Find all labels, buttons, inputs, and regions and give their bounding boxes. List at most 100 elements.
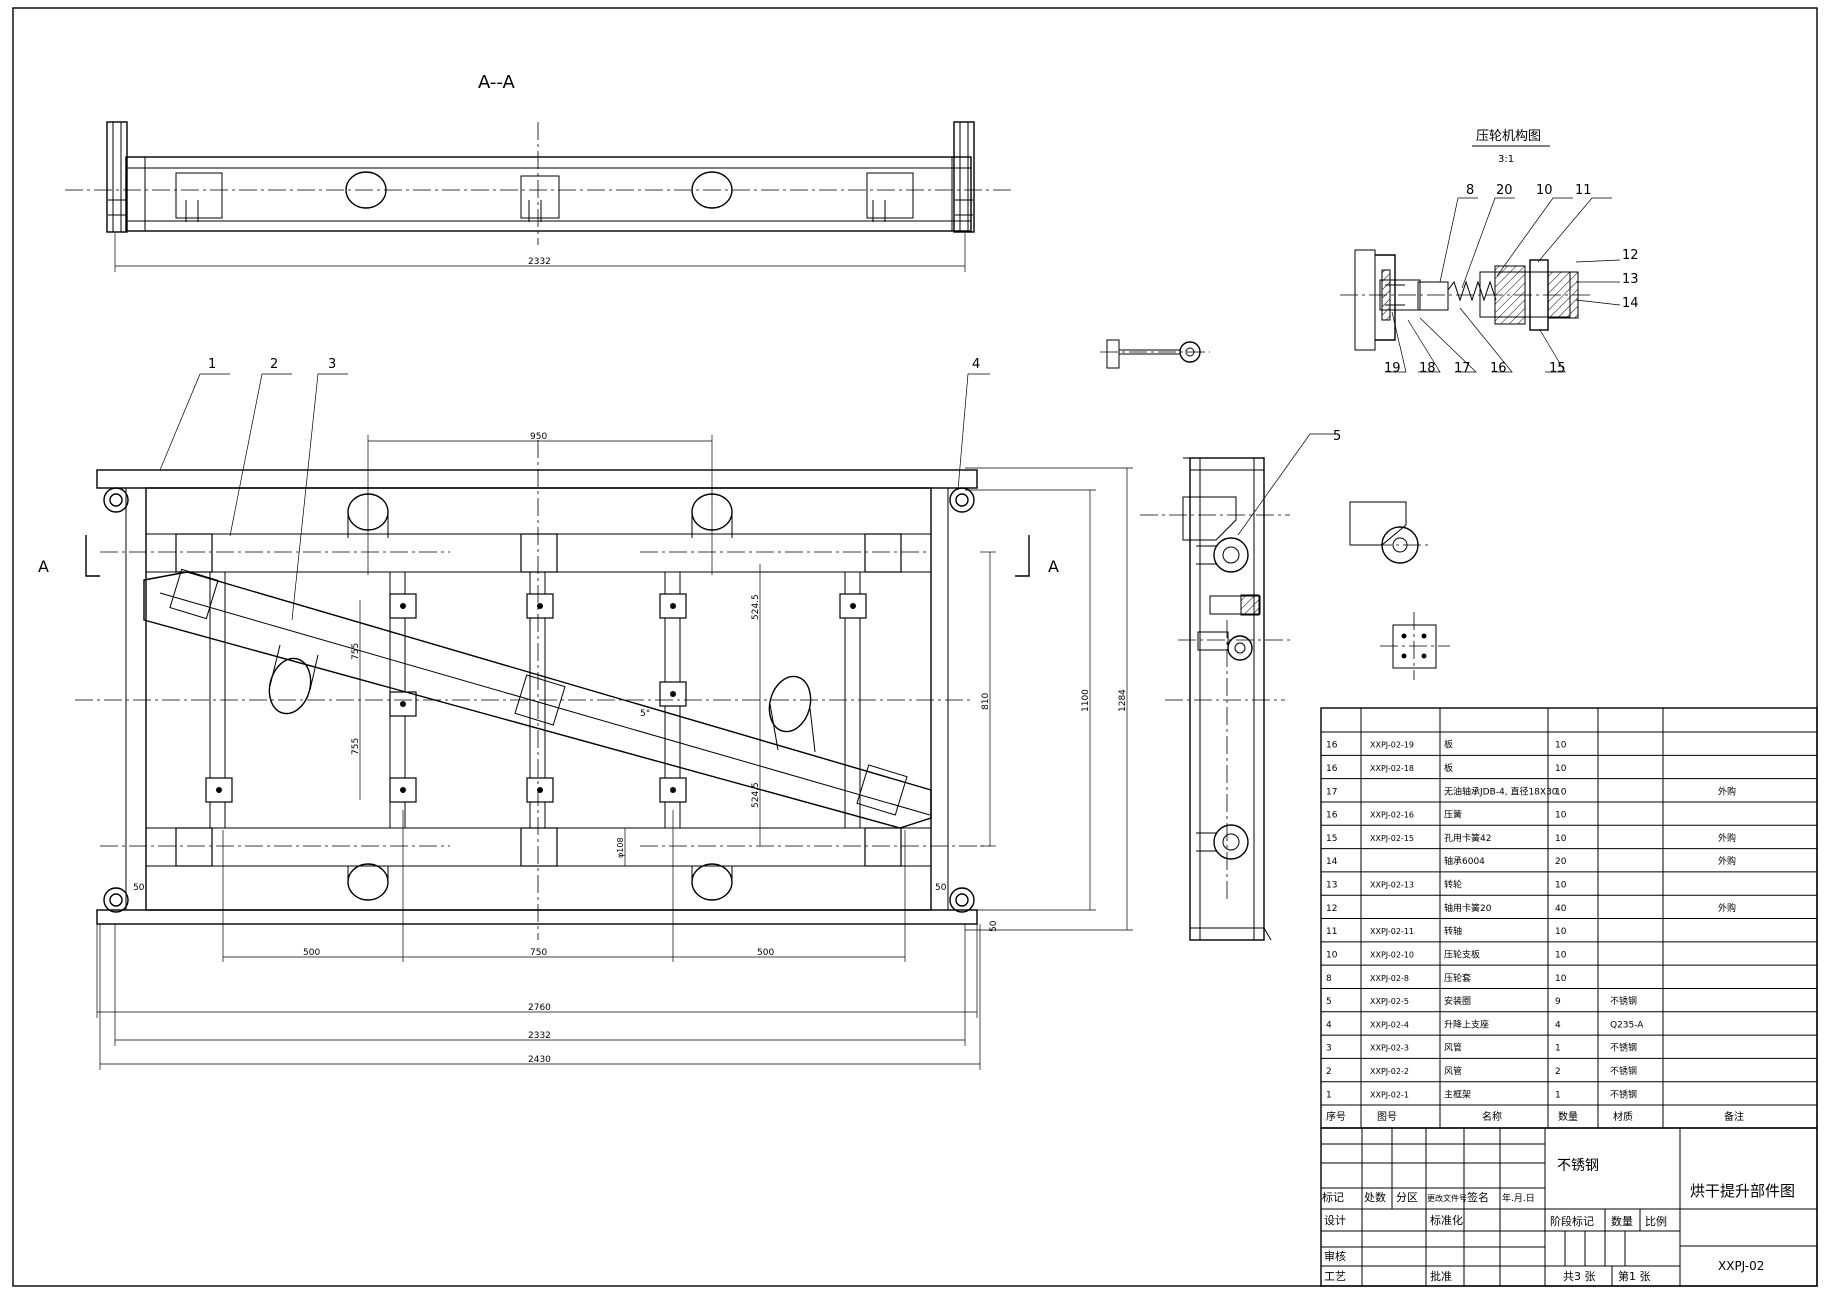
parts-row-11-name: 安装圈 [1444,995,1471,1007]
dim-500-a: 500 [303,948,320,958]
section-view-aa: A--A 2332 [65,72,1015,272]
parts-row-15-qty: 1 [1555,1090,1561,1100]
header-material: 材质 [1613,1110,1633,1123]
parts-row-1-name: 板 [1444,762,1453,774]
tb-approve: 批准 [1430,1269,1452,1283]
parts-row-8-name: 转轴 [1444,925,1462,937]
parts-row-4-code: XXPJ-02-15 [1370,834,1414,843]
dim-810: 810 [981,693,991,710]
parts-row-13-code: XXPJ-02-3 [1370,1044,1409,1053]
callout-18: 18 [1419,361,1436,376]
detail-title: 压轮机构图 [1476,129,1541,144]
dim-755-b: 755 [351,738,361,755]
parts-row-4-seq: 15 [1326,834,1337,844]
dim-524-a: 524.5 [751,594,761,620]
parts-row-12-seq: 4 [1326,1020,1332,1030]
dim-750: 750 [530,948,547,958]
tb-process: 工艺 [1324,1270,1346,1283]
parts-row-3-code: XXPJ-02-16 [1370,811,1414,820]
tb-weight: 数量 [1611,1215,1633,1228]
parts-row-7-seq: 12 [1326,904,1337,914]
dim-top-view-width: 2332 [528,257,551,267]
parts-row-6-code: XXPJ-02-13 [1370,881,1414,890]
dim-2332: 2332 [528,1031,551,1041]
parts-row-0-qty: 10 [1555,741,1567,751]
tb-h-count: 处数 [1364,1191,1386,1204]
parts-row-14-qty: 2 [1555,1067,1561,1077]
tb-standard: 标准化 [1430,1213,1463,1227]
callout-12: 12 [1622,248,1639,263]
callout-15: 15 [1549,361,1566,376]
parts-row-14-seq: 2 [1326,1067,1332,1077]
tb-design: 设计 [1324,1214,1346,1227]
parts-row-15-material: 不锈钢 [1610,1088,1637,1100]
parts-row-2-note: 外购 [1718,785,1736,797]
parts-row-11-material: 不锈钢 [1610,995,1637,1007]
tb-drawing-no: XXPJ-02 [1718,1259,1764,1273]
tb-sheets-total: 共3 张 [1563,1270,1596,1283]
callout-19: 19 [1384,361,1401,376]
parts-row-9-qty: 10 [1555,950,1567,960]
parts-row-11-qty: 9 [1555,997,1561,1007]
callout-11: 11 [1575,183,1592,198]
parts-row-7-name: 轴用卡簧20 [1444,902,1492,914]
tb-stage: 阶段标记 [1550,1214,1594,1228]
mini-details [1100,339,1450,680]
parts-row-3-seq: 16 [1326,811,1338,821]
header-note: 备注 [1724,1110,1744,1123]
parts-row-6-name: 转轮 [1444,879,1462,891]
tb-h-zone: 分区 [1396,1191,1418,1204]
tb-h-sign: 签名 [1467,1190,1489,1204]
parts-row-8-seq: 11 [1326,927,1337,937]
dim-1100: 1100 [1081,689,1091,712]
parts-row-12-qty: 4 [1555,1020,1561,1030]
parts-row-2-qty: 10 [1555,787,1567,797]
callout-10: 10 [1536,183,1553,198]
parts-row-6-seq: 13 [1326,881,1337,891]
parts-row-1-seq: 16 [1326,764,1338,774]
callout-5: 5 [1333,429,1341,444]
parts-row-7-qty: 40 [1555,904,1567,914]
callout-17: 17 [1454,361,1471,376]
parts-row-11-code: XXPJ-02-5 [1370,997,1409,1006]
parts-row-9-code: XXPJ-02-10 [1370,950,1414,959]
sheet-border [12,7,1818,1287]
main-plan-view: A A 1 2 3 4 [38,357,1133,1070]
parts-row-3-qty: 10 [1555,811,1567,821]
callout-13: 13 [1622,272,1639,287]
parts-row-13-material: 不锈钢 [1610,1042,1637,1054]
parts-row-5-name: 轴承6004 [1444,855,1485,867]
side-view: 5 [1140,429,1341,941]
callout-16: 16 [1490,361,1507,376]
parts-row-14-name: 风管 [1444,1065,1462,1077]
detail-scale: 3:1 [1498,154,1514,165]
parts-row-13-seq: 3 [1326,1044,1332,1054]
parts-row-10-seq: 8 [1326,974,1332,984]
callout-3: 3 [328,357,336,372]
tb-scale: 比例 [1645,1214,1667,1228]
header-name: 名称 [1482,1110,1502,1123]
parts-row-12-code: XXPJ-02-4 [1370,1020,1409,1029]
dim-phi108: φ108 [616,837,625,858]
parts-row-9-seq: 10 [1326,950,1338,960]
tb-h-doc: 更改文件号 [1427,1193,1467,1203]
header-code: 图号 [1377,1111,1397,1123]
tb-review: 审核 [1324,1249,1346,1263]
parts-row-8-code: XXPJ-02-11 [1370,927,1414,936]
parts-row-10-code: XXPJ-02-8 [1370,974,1409,983]
section-marker-left: A [38,557,49,576]
parts-row-15-code: XXPJ-02-1 [1370,1090,1409,1099]
parts-row-6-qty: 10 [1555,881,1567,891]
press-wheel-detail: 压轮机构图 3:1 8 20 10 [1340,129,1639,376]
parts-row-5-seq: 14 [1326,857,1338,867]
callout-2: 2 [270,357,278,372]
parts-row-2-name: 无油轴承JDB-4, 直径18X30 [1444,785,1558,797]
parts-row-15-seq: 1 [1326,1090,1332,1100]
parts-row-4-qty: 10 [1555,834,1567,844]
dim-2760: 2760 [528,1003,551,1013]
dim-524-b: 524.5 [751,782,761,808]
parts-row-11-seq: 5 [1326,997,1332,1007]
callout-4: 4 [972,357,980,372]
